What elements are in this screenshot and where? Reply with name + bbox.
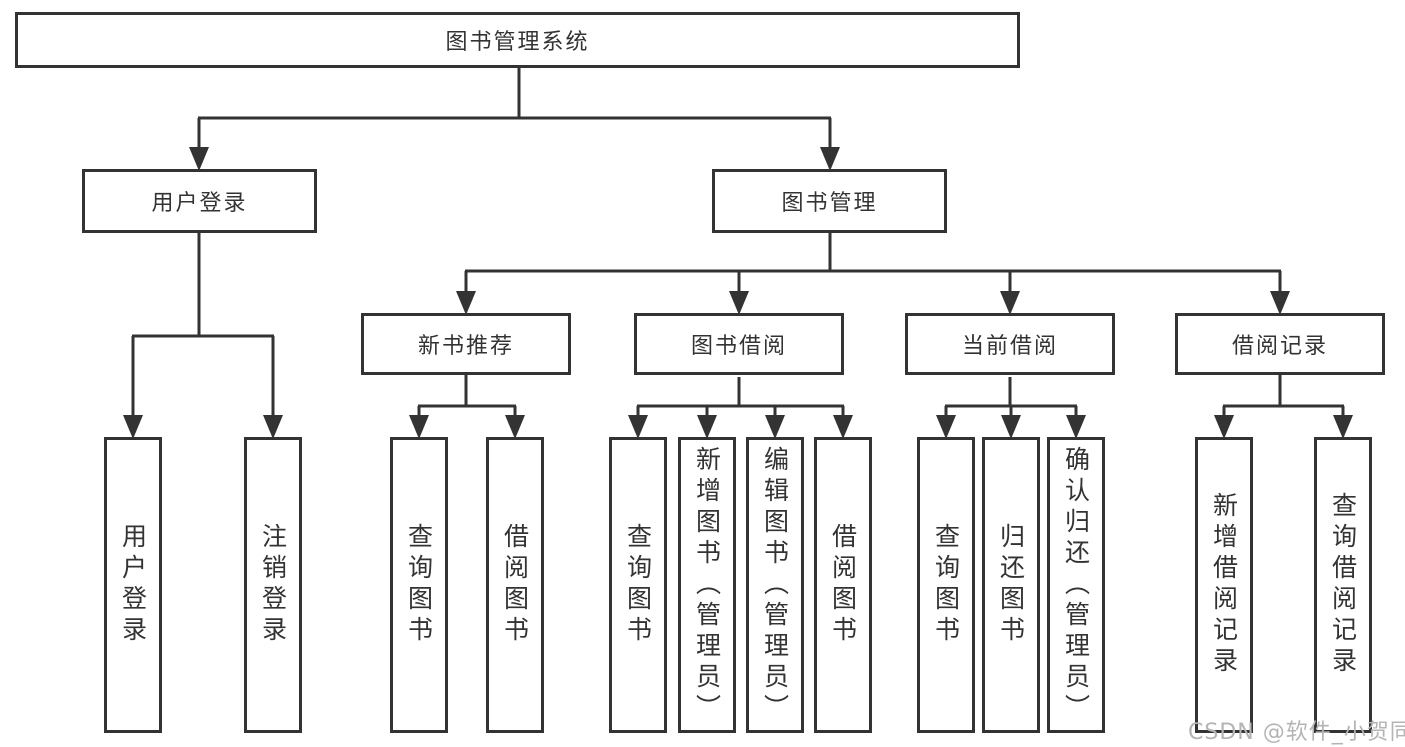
node-label: 查询图书 xyxy=(404,523,434,647)
node-label: 新书推荐 xyxy=(417,334,514,359)
node-label: 借阅图书 xyxy=(500,523,530,647)
node-label: 新增借阅记录 xyxy=(1209,492,1239,678)
node-label: 图书管理系统 xyxy=(445,30,590,55)
node-library-management-system: 图书管理系统 xyxy=(15,12,1020,68)
leaf-return-books: 归还图书 xyxy=(982,437,1040,733)
node-label: 用户登录 xyxy=(118,523,148,647)
node-label: 查询借阅记录 xyxy=(1328,492,1358,678)
node-label: 注销登录 xyxy=(258,523,288,647)
node-label: 图书借阅 xyxy=(690,334,787,359)
leaf-edit-book-admin: 编辑图书（管理员） xyxy=(746,437,804,733)
node-book-management: 图书管理 xyxy=(712,169,947,233)
leaf-add-borrow-record: 新增借阅记录 xyxy=(1195,437,1253,733)
node-user-login: 用户登录 xyxy=(82,169,317,233)
leaf-query-books-borrowing: 查询图书 xyxy=(609,437,667,733)
node-label: 借阅图书 xyxy=(828,523,858,647)
leaf-user-login: 用户登录 xyxy=(104,437,162,733)
node-label: 查询图书 xyxy=(931,523,961,647)
leaf-query-borrow-record: 查询借阅记录 xyxy=(1314,437,1372,733)
node-label: 图书管理 xyxy=(781,191,878,216)
leaf-query-books-recommend: 查询图书 xyxy=(390,437,448,733)
node-label: 当前借阅 xyxy=(961,334,1058,359)
leaf-borrow-books-borrowing: 借阅图书 xyxy=(814,437,872,733)
node-current-borrowing: 当前借阅 xyxy=(905,313,1115,375)
leaf-confirm-return-admin: 确认归还（管理员） xyxy=(1047,437,1105,733)
node-label: 借阅记录 xyxy=(1231,334,1328,359)
node-borrowing-records: 借阅记录 xyxy=(1175,313,1385,375)
leaf-borrow-books-recommend: 借阅图书 xyxy=(486,437,544,733)
node-label: 确认归还（管理员） xyxy=(1061,445,1091,725)
node-label: 用户登录 xyxy=(151,191,248,216)
node-label: 新增图书（管理员） xyxy=(692,445,722,725)
watermark: CSDN @软件_小贺同学 xyxy=(1188,720,1405,745)
node-label: 编辑图书（管理员） xyxy=(760,445,790,725)
node-new-book-recommend: 新书推荐 xyxy=(361,313,571,375)
node-label: 查询图书 xyxy=(623,523,653,647)
node-book-borrowing: 图书借阅 xyxy=(634,313,844,375)
leaf-query-books-current: 查询图书 xyxy=(917,437,975,733)
leaf-add-book-admin: 新增图书（管理员） xyxy=(678,437,736,733)
node-label: 归还图书 xyxy=(996,523,1026,647)
leaf-logout: 注销登录 xyxy=(244,437,302,733)
